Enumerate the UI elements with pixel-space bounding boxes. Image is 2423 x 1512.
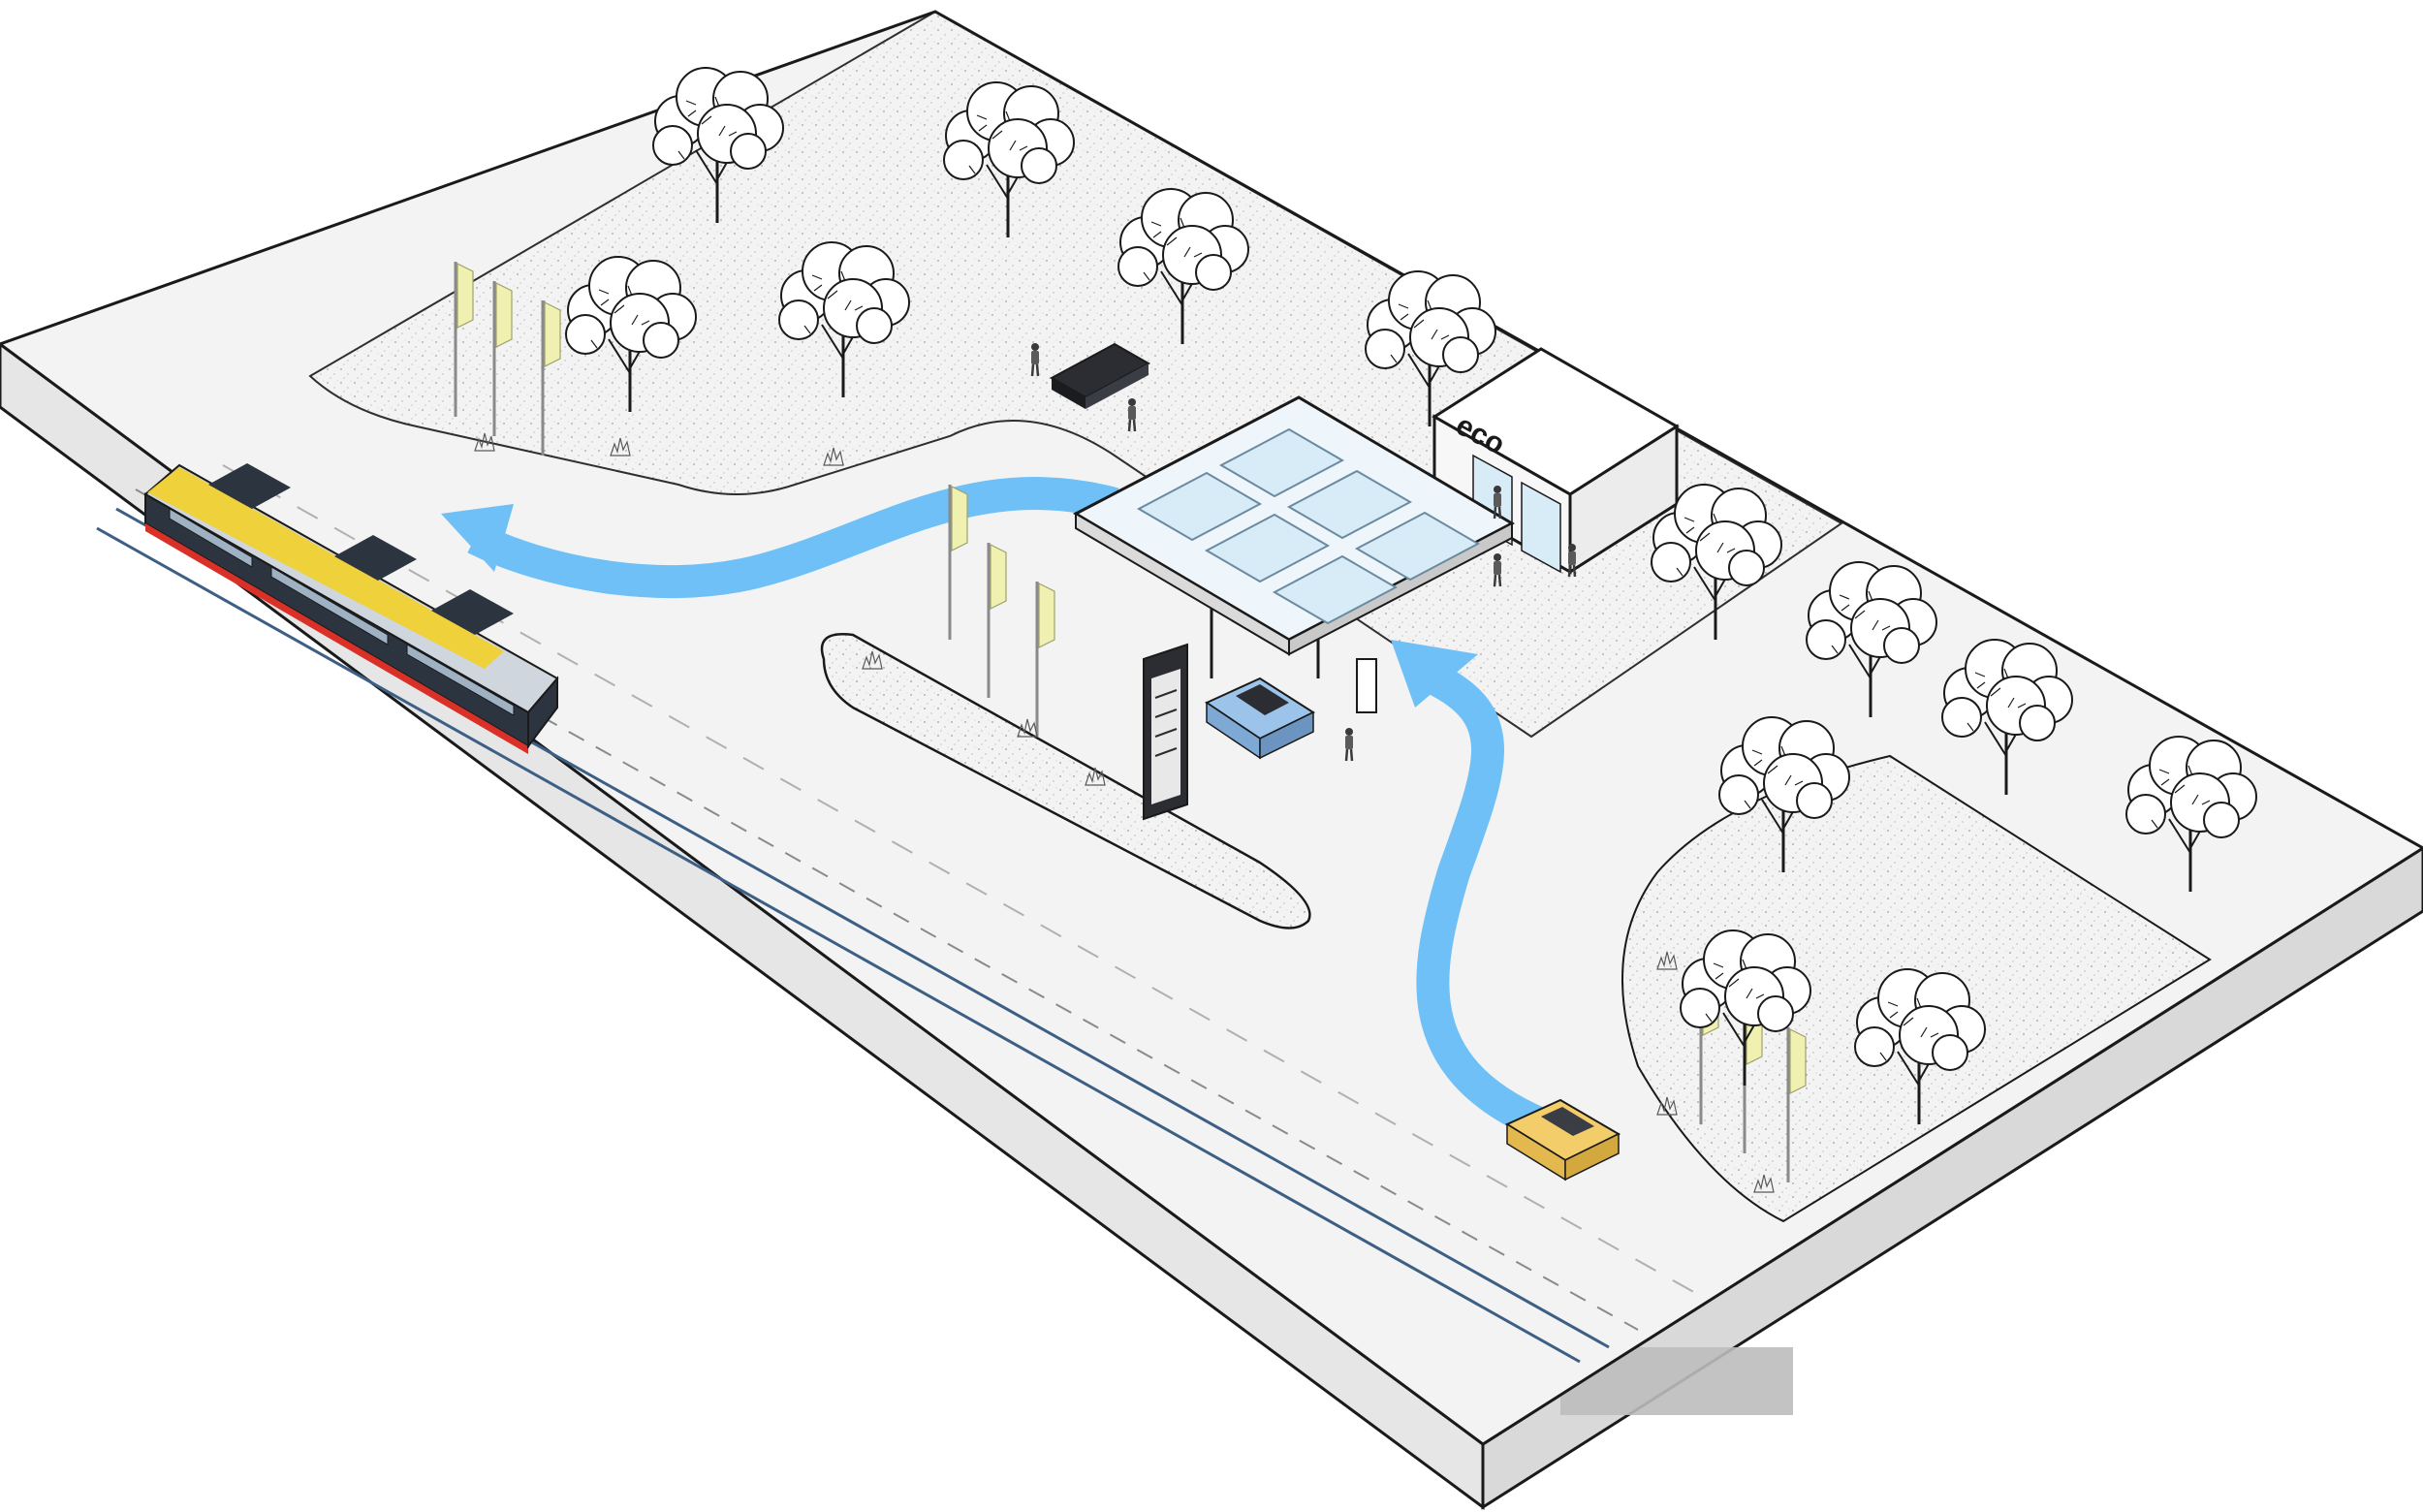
fuel-canopy bbox=[1072, 395, 1516, 713]
tram bbox=[143, 463, 559, 754]
cars bbox=[1049, 342, 1621, 1181]
flow-arrow-entry bbox=[1391, 640, 1548, 1140]
car-yellow bbox=[1504, 1098, 1621, 1181]
flow-arrow-exit bbox=[441, 477, 1119, 599]
price-pylon bbox=[1143, 643, 1188, 821]
car-blue bbox=[1204, 677, 1316, 760]
car-dark bbox=[1049, 342, 1151, 409]
island-planter bbox=[820, 633, 1311, 929]
